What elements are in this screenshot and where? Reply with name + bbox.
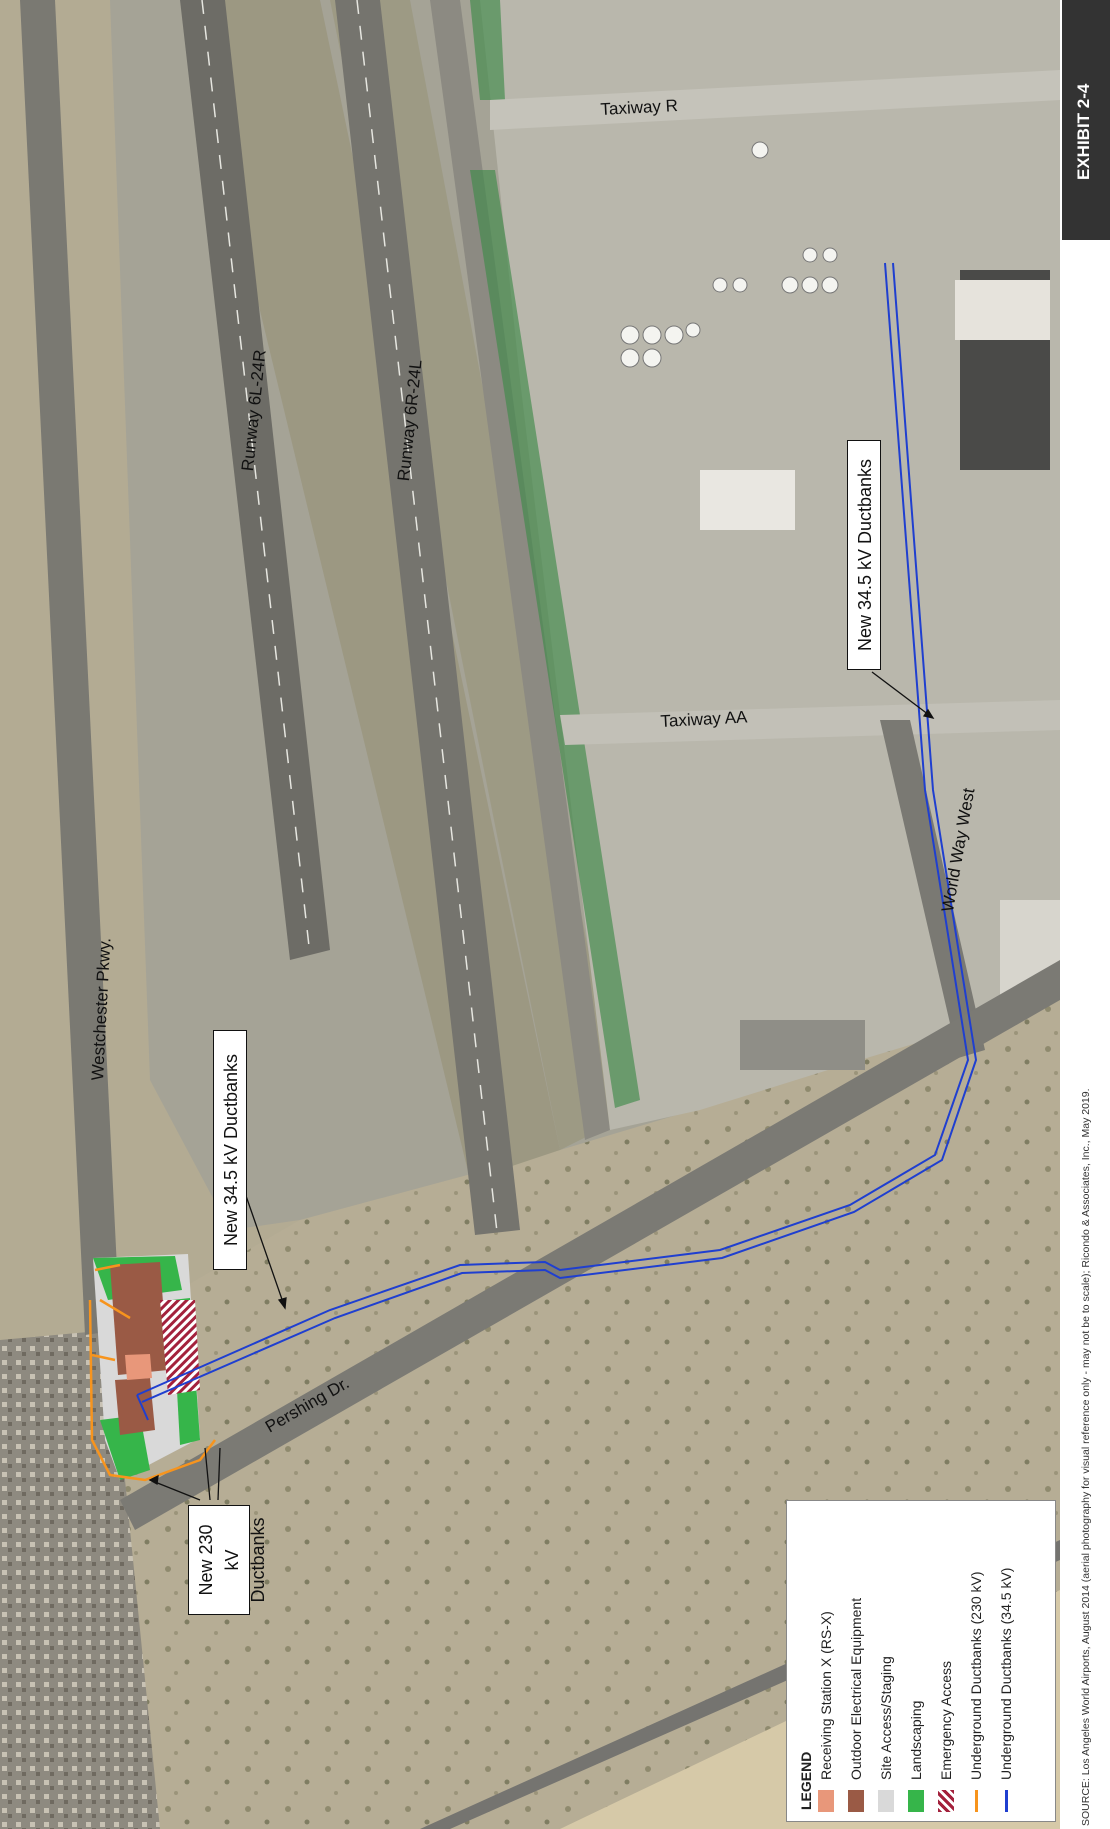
green-strip-1 bbox=[470, 170, 640, 1108]
legend-label-7: Underground Ductbanks (34.5 kV) bbox=[998, 1567, 1014, 1780]
legend-label-6: Underground Ductbanks (230 kV) bbox=[968, 1571, 984, 1780]
legend-title: LEGEND bbox=[798, 1751, 814, 1810]
runway-6r-24l bbox=[335, 0, 520, 1235]
legend-swatch-1 bbox=[818, 1790, 834, 1812]
tank-farm bbox=[620, 141, 839, 368]
legend-label-1: Receiving Station X (RS-X) bbox=[818, 1611, 834, 1780]
label-taxiway-r: Taxiway R bbox=[600, 95, 679, 119]
rsx-site bbox=[93, 1254, 200, 1480]
ductbank-34kv bbox=[136, 262, 978, 1421]
legend-swatch-3 bbox=[878, 1790, 894, 1812]
ductbank-230kv bbox=[88, 1263, 216, 1482]
legend-swatch-4 bbox=[908, 1790, 924, 1812]
runway-6l-24r bbox=[180, 0, 330, 960]
callout-230kv-line2: Ductbanks bbox=[248, 1517, 268, 1603]
legend-swatch-5 bbox=[938, 1790, 954, 1812]
exhibit-bar bbox=[1062, 0, 1110, 240]
legend-label-3: Site Access/Staging bbox=[878, 1656, 894, 1780]
legend-swatch-7 bbox=[1005, 1790, 1008, 1812]
callout-230kv: New 230 kV Ductbanks bbox=[188, 1505, 268, 1615]
legend-swatch-6 bbox=[975, 1790, 978, 1812]
callout-34kv-left: New 34.5 kV Ductbanks bbox=[213, 1030, 247, 1270]
world-way-west-road bbox=[880, 720, 985, 1058]
legend-label-5: Emergency Access bbox=[938, 1660, 954, 1780]
taxiway-aa bbox=[560, 700, 1060, 745]
callout-230kv-line1: New 230 kV bbox=[196, 1524, 242, 1596]
callout-34kv-right: New 34.5 kV Ductbanks bbox=[847, 440, 881, 670]
legend-swatch-2 bbox=[848, 1790, 864, 1812]
taxiway-r bbox=[490, 70, 1060, 130]
building-light bbox=[955, 280, 1050, 340]
green-strip-2 bbox=[470, 0, 505, 100]
westchester-road bbox=[20, 0, 120, 1335]
hangar-building bbox=[700, 470, 795, 530]
pershing-road bbox=[120, 960, 1060, 1530]
exhibit-label: EXHIBIT 2-4 bbox=[1074, 83, 1093, 180]
legend bbox=[786, 1500, 1056, 1822]
leader-lines bbox=[148, 671, 935, 1501]
runway-6l-centerline bbox=[201, 0, 311, 956]
legend-label-2: Outdoor Electrical Equipment bbox=[848, 1597, 864, 1780]
parallel-taxiway bbox=[430, 0, 610, 1140]
apron-pad bbox=[740, 1020, 865, 1070]
source-note: SOURCE: Los Angeles World Airports, Augu… bbox=[1080, 1088, 1092, 1826]
legend-label-4: Landscaping bbox=[908, 1700, 924, 1780]
